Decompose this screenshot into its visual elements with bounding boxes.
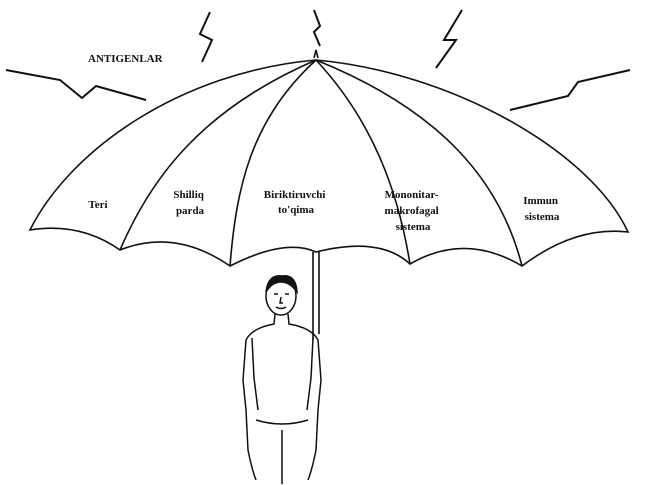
- person-nose: [280, 297, 283, 303]
- section-label-immun: Immun sistema: [523, 195, 561, 223]
- lightning-bolt-icon: [200, 12, 212, 62]
- section-label-biriktiruvchi: Biriktiruvchi to'qima: [264, 189, 328, 216]
- lightning-bolt-icon: [314, 10, 320, 46]
- umbrella-tip: [314, 50, 318, 58]
- person-body-right: [288, 314, 321, 480]
- lightning-bolt-icon: [6, 70, 146, 100]
- person-arm-right: [307, 338, 313, 410]
- umbrella-rib: [316, 60, 522, 266]
- person-hair: [266, 276, 297, 292]
- person-body-left: [243, 314, 275, 480]
- person-mouth: [276, 307, 286, 309]
- lightning-bolt-icon: [436, 10, 462, 68]
- umbrella-rib: [316, 60, 410, 264]
- person-hip-line: [256, 420, 308, 424]
- section-labels: Teri Shilliq parda Biriktiruvchi to'qima…: [88, 189, 560, 233]
- section-label-shilliq-parda: Shilliq parda: [173, 189, 206, 217]
- umbrella-canopy: [30, 60, 628, 266]
- section-label-mononitar: Mononitar- makrofagal sistema: [385, 189, 442, 233]
- umbrella-rib: [120, 60, 316, 250]
- diagram-title: ANTIGENLAR: [88, 53, 164, 65]
- section-label-teri: Teri: [88, 199, 107, 211]
- lightning-bolt-icon: [510, 70, 630, 110]
- person-figure-icon: [243, 276, 321, 484]
- person-arm-left: [252, 338, 258, 410]
- umbrella-rib: [230, 60, 316, 266]
